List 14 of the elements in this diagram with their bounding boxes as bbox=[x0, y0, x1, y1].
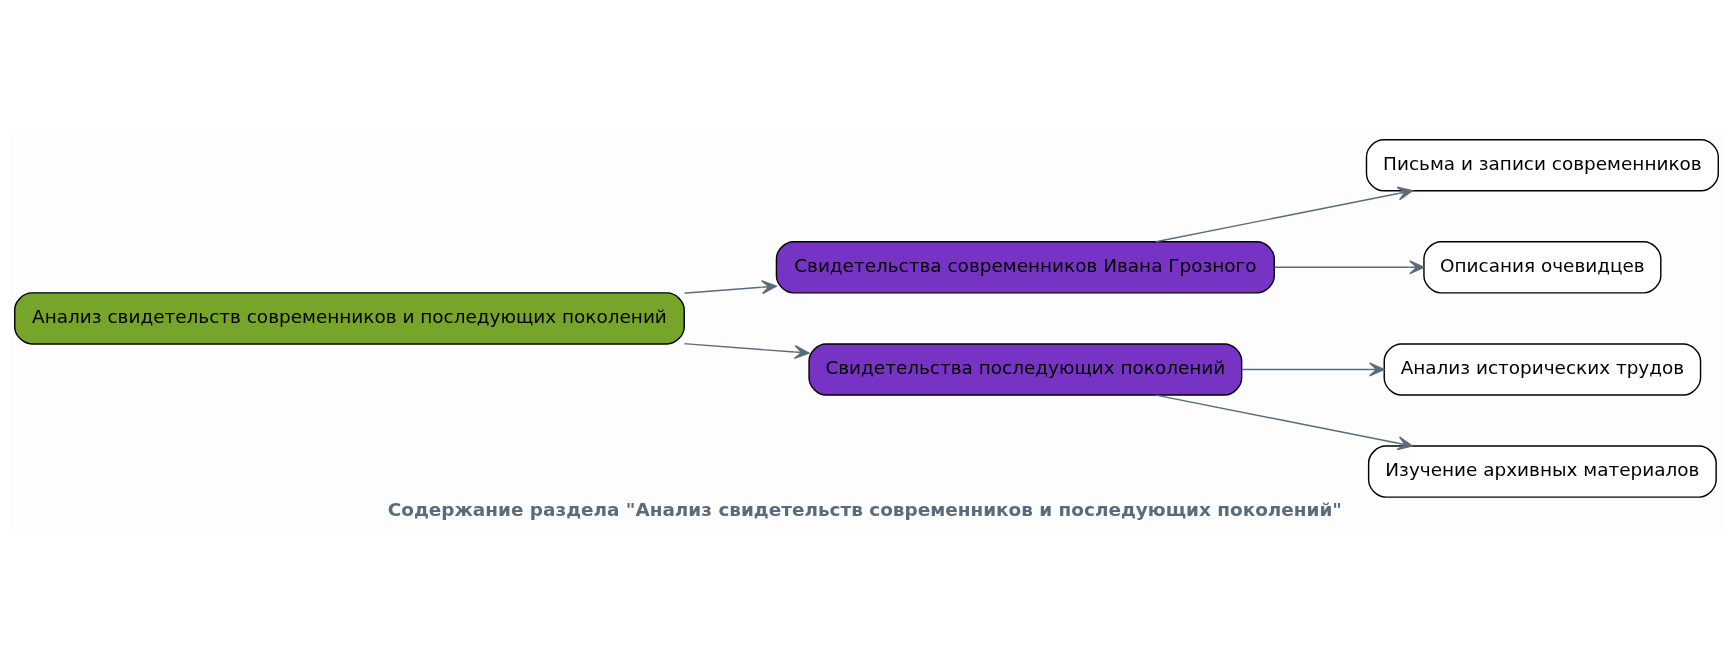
arrow bbox=[1273, 260, 1425, 275]
node-box: Изучение архивных материалов bbox=[1367, 445, 1717, 498]
arrow bbox=[683, 343, 810, 360]
node-box: Анализ свидетельств современников и последующих поколений bbox=[14, 292, 685, 345]
node-box: Свидетельства современников Ивана Грозного bbox=[775, 241, 1275, 294]
arrow bbox=[1155, 394, 1413, 451]
node-box: Анализ исторических трудов bbox=[1383, 343, 1702, 396]
arrow bbox=[1155, 186, 1413, 243]
node-box: Описания очевидцев bbox=[1423, 241, 1662, 294]
arrow bbox=[1241, 362, 1385, 377]
node-box: Письма и записи современников bbox=[1365, 138, 1719, 192]
arrow bbox=[683, 280, 777, 295]
node-box: Свидетельства последующих поколений bbox=[808, 343, 1243, 396]
diagram-title: Содержание раздела "Анализ свидетельств современников и последующих поколений" bbox=[387, 499, 1342, 521]
